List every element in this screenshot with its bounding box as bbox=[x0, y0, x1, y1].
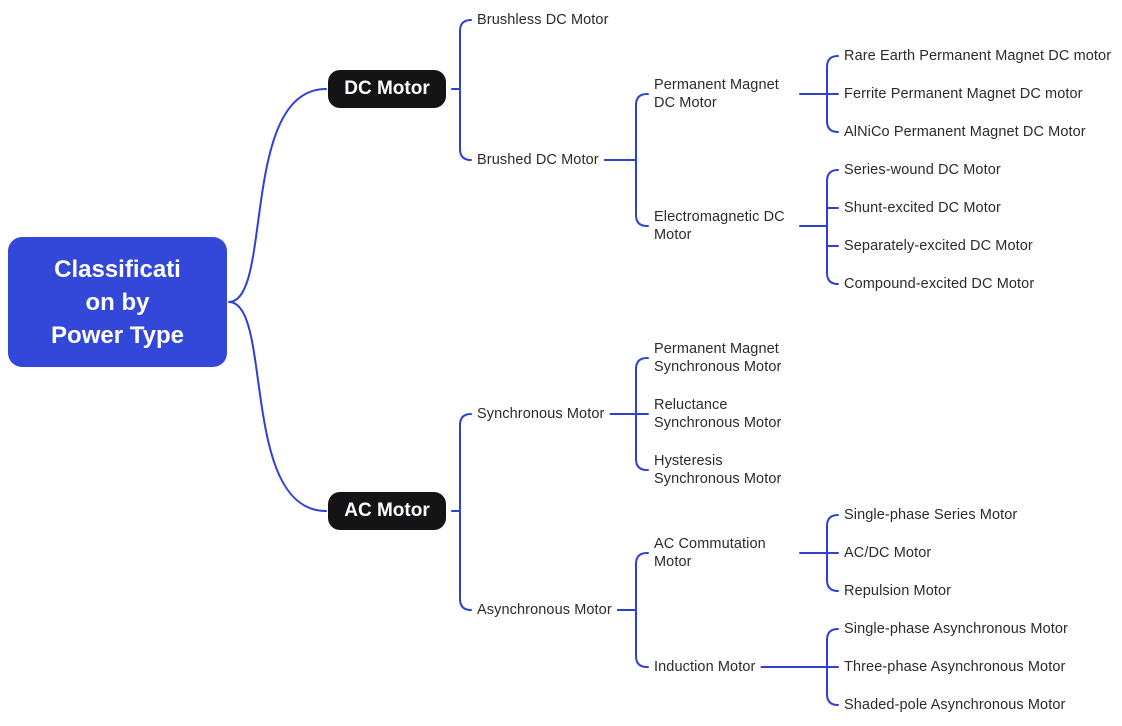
node-ac-motor[interactable]: AC Motor bbox=[328, 492, 446, 530]
node-dc-motor[interactable]: DC Motor bbox=[328, 70, 446, 108]
node-ferrite-permanent-magnet-dc-motor[interactable]: Ferrite Permanent Magnet DC motor bbox=[844, 86, 1083, 102]
node-rare-earth-permanent-magnet-dc-motor[interactable]: Rare Earth Permanent Magnet DC motor bbox=[844, 48, 1112, 64]
node-reluctance-synchronous-motor[interactable]: Reluctance Synchronous Motor bbox=[654, 397, 782, 431]
node-single-phase-asynchronous-motor[interactable]: Single-phase Asynchronous Motor bbox=[844, 621, 1068, 637]
node-classification-by-power-type[interactable]: Classificati on by Power Type bbox=[8, 237, 227, 367]
node-shunt-excited-dc-motor[interactable]: Shunt-excited DC Motor bbox=[844, 200, 1001, 216]
node-induction-motor[interactable]: Induction Motor bbox=[654, 659, 756, 675]
node-asynchronous-motor[interactable]: Asynchronous Motor bbox=[477, 602, 612, 618]
node-hysteresis-synchronous-motor[interactable]: Hysteresis Synchronous Motor bbox=[654, 453, 782, 487]
node-single-phase-series-motor[interactable]: Single-phase Series Motor bbox=[844, 507, 1018, 523]
node-brushless-dc-motor[interactable]: Brushless DC Motor bbox=[477, 12, 609, 28]
node-ac-commutation-motor[interactable]: AC Commutation Motor bbox=[654, 536, 766, 570]
node-three-phase-asynchronous-motor[interactable]: Three-phase Asynchronous Motor bbox=[844, 659, 1066, 675]
node-permanent-magnet-dc-motor[interactable]: Permanent Magnet DC Motor bbox=[654, 77, 779, 111]
node-permanent-magnet-synchronous-motor[interactable]: Permanent Magnet Synchronous Motor bbox=[654, 341, 782, 375]
node-shaded-pole-asynchronous-motor[interactable]: Shaded-pole Asynchronous Motor bbox=[844, 697, 1066, 713]
node-synchronous-motor[interactable]: Synchronous Motor bbox=[477, 406, 605, 422]
node-separately-excited-dc-motor[interactable]: Separately-excited DC Motor bbox=[844, 238, 1033, 254]
node-repulsion-motor[interactable]: Repulsion Motor bbox=[844, 583, 952, 599]
node-alnico-permanent-magnet-dc-motor[interactable]: AlNiCo Permanent Magnet DC Motor bbox=[844, 124, 1086, 140]
node-brushed-dc-motor[interactable]: Brushed DC Motor bbox=[477, 152, 599, 168]
node-series-wound-dc-motor[interactable]: Series-wound DC Motor bbox=[844, 162, 1001, 178]
node-ac-dc-motor[interactable]: AC/DC Motor bbox=[844, 545, 932, 561]
node-compound-excited-dc-motor[interactable]: Compound-excited DC Motor bbox=[844, 276, 1035, 292]
node-electromagnetic-dc-motor[interactable]: Electromagnetic DC Motor bbox=[654, 209, 785, 243]
